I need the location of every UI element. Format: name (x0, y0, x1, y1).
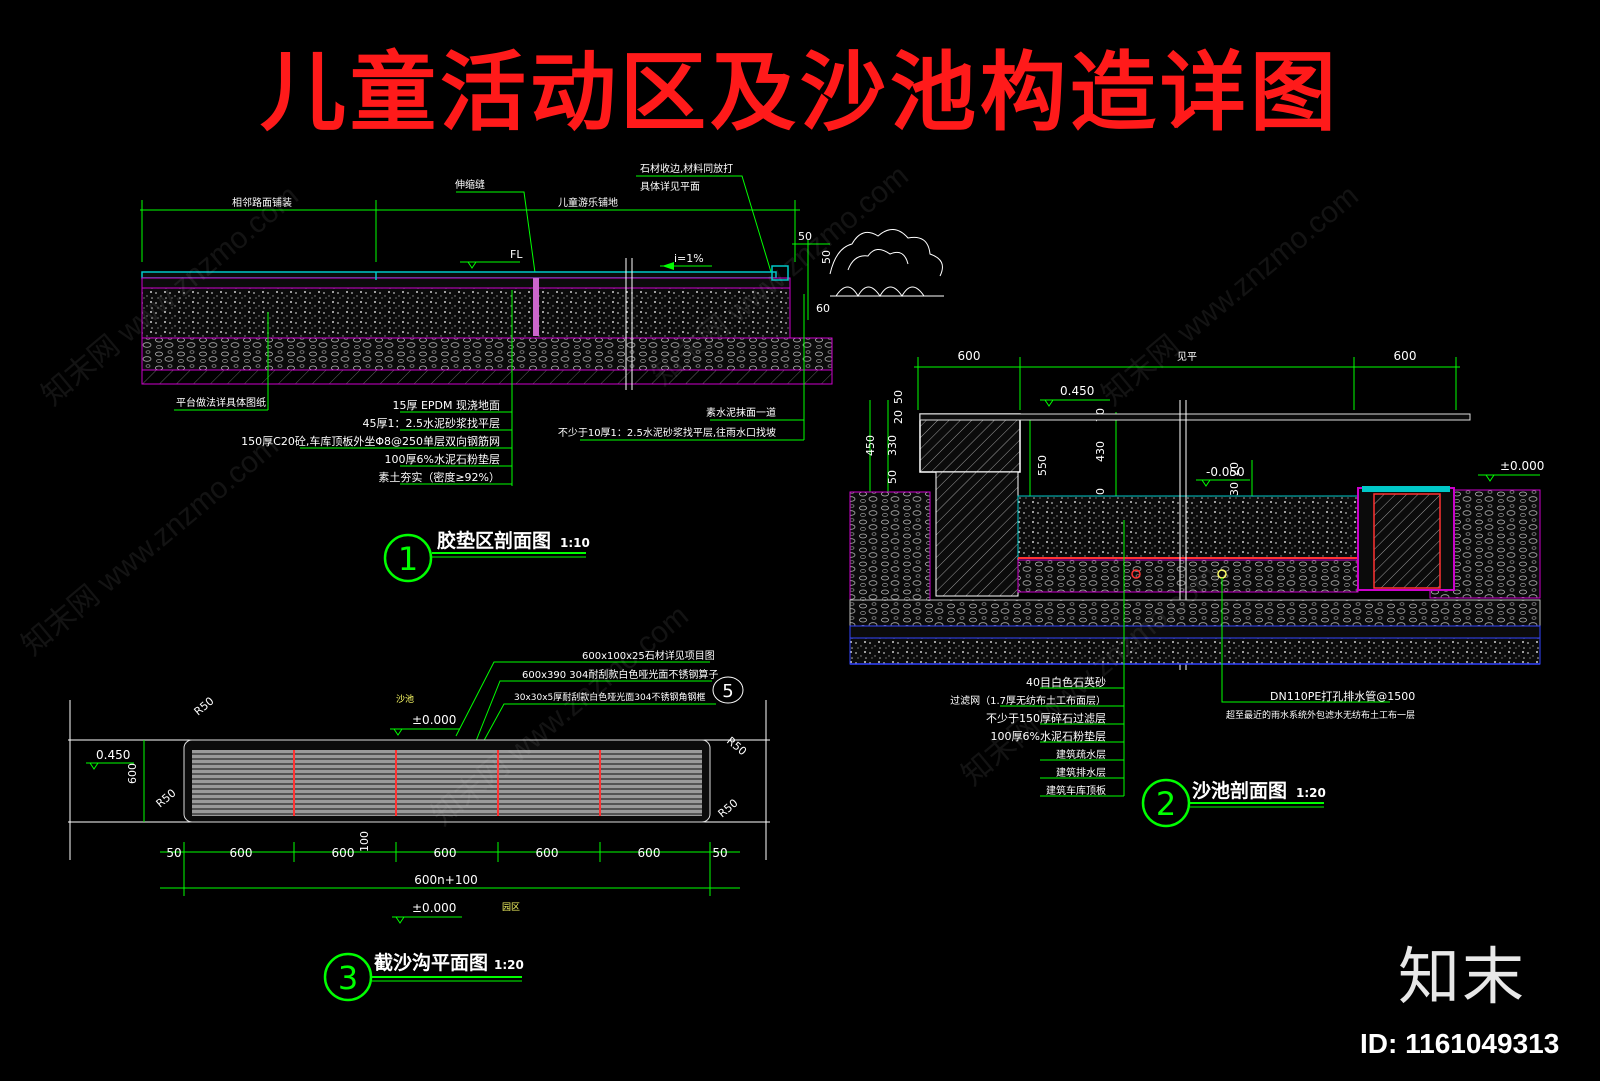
s2-layer-5: 建筑疏水层 (1056, 748, 1106, 761)
s2-dim-30: 30 (1228, 482, 1241, 496)
s3-dim-600-1: 600 (230, 846, 253, 860)
s1-note-stone-2: 具体详见平面 (640, 180, 700, 193)
s1-right-note-1: 素水泥抹面一道 (706, 406, 776, 419)
s2-scale: 1:20 (1296, 786, 1326, 800)
s3-dim-600-4: 600 (536, 846, 559, 860)
s3-dim-600-5: 600 (638, 846, 661, 860)
s3-detail-ref: 5 (722, 681, 733, 702)
s2-dim-20: 20 (892, 410, 905, 424)
s1-layer-3: 150厚C20砼,车库顶板外坐Φ8@250单层双向钢筋网 (241, 434, 500, 448)
s1-dim-50a: 50 (798, 230, 812, 243)
s2-dim-20b: 20 (1228, 462, 1241, 476)
s2-number: 2 (1156, 785, 1176, 823)
s3-level-top: ±0.000 (412, 713, 456, 727)
shrub-icon (829, 229, 944, 298)
s3-number-circle (323, 952, 373, 1002)
s3-dim-ticks (183, 842, 711, 896)
section-1-drawing: 相邻路面铺装 伸缩缝 儿童游乐铺地 石材收边,材料同放打 具体详见平面 FL i… (140, 162, 944, 583)
s1-label-joint: 伸缩缝 (455, 178, 485, 191)
s2-layer-4: 100厚6%水泥石粉垫层 (991, 729, 1106, 743)
s3-dim-50-left: 50 (166, 846, 181, 860)
s2-dim-430: 430 (1094, 441, 1107, 462)
s3-radius-2: R50 (154, 786, 179, 810)
s1-dim-60: 60 (816, 302, 830, 315)
s3-callout-1: 600x100x25石材详见项目图 (582, 649, 715, 662)
s2-layer-6: 建筑排水层 (1056, 766, 1106, 779)
s1-right-note-2: 不少于10厚1：2.5水泥砂浆找平层,往雨水口找坡 (558, 426, 776, 439)
s1-layer-notes: 15厚 EPDM 现浇地面 45厚1：2.5水泥砂浆找平层 150厚C20砼,车… (241, 399, 512, 485)
s3-callout-2: 600x390 304耐刮款白色哑光面不锈钢算子 (522, 668, 718, 681)
s3-dim-600-3: 600 (434, 846, 457, 860)
s2-layer-7: 建筑车库顶板 (1046, 784, 1106, 797)
s1-slope: i=1% (674, 252, 704, 265)
s1-left-note: 平台做法详具体图纸 (176, 396, 266, 409)
s1-note-stone-1: 石材收边,材料同放打 (640, 162, 733, 175)
s3-garden: 园区 (502, 902, 520, 913)
s1-number-circle (383, 533, 433, 583)
s3-dim-side: 600 (126, 763, 139, 784)
s2-layer-3: 不少于150厚碎石过滤层 (986, 711, 1106, 725)
s2-dim-330: 330 (886, 435, 899, 456)
s2-layer-2: 过滤网（1.7厚无纺布土工布面层） (950, 694, 1106, 707)
s2-dim-top-right: 600 (1394, 349, 1417, 363)
s3-detail-ref-circle (712, 676, 744, 704)
s2-dim-50a: 50 (892, 390, 905, 404)
s3-sand: 沙池 (396, 693, 414, 705)
s2-level-neg0050: -0.050 (1206, 465, 1245, 479)
s1-layer-4: 100厚6%水泥石粉垫层 (385, 452, 500, 466)
s3-dim-600-2: 600 (332, 846, 355, 860)
s1-layer-1: 15厚 EPDM 现浇地面 (392, 399, 500, 412)
s2-number-circle (1141, 778, 1191, 828)
section-2-drawing: 600 见平 600 0.450 50 20 450 330 50 70 550… (849, 349, 1544, 828)
s2-pipe-1: DN110PE打孔排水管@1500 (1270, 689, 1415, 703)
s3-radius-3: R50 (724, 734, 749, 758)
s2-layer-1: 40目白色石英砂 (1026, 675, 1106, 689)
s2-dim-550: 550 (1036, 455, 1049, 476)
s2-dim-top-left: 600 (958, 349, 981, 363)
s3-radius-1: R50 (192, 694, 217, 718)
brand-logo-text: 知末 (1398, 940, 1527, 1013)
section-3-drawing: 600x100x25石材详见项目图 600x390 304耐刮款白色哑光面不锈钢… (68, 649, 770, 1002)
s2-dim-50b: 50 (886, 470, 899, 484)
s3-dim-total: 600n+100 (414, 873, 477, 887)
s3-level-bottom: ±0.000 (412, 901, 456, 915)
s3-scale: 1:20 (494, 958, 524, 972)
s3-dim-50-right: 50 (712, 846, 727, 860)
s3-dim-100: 100 (358, 831, 371, 852)
s3-number: 3 (338, 959, 358, 997)
s3-level-left: 0.450 (96, 748, 130, 762)
s2-level-0450: 0.450 (1060, 384, 1094, 398)
s1-title: 胶垫区剖面图 (437, 529, 551, 552)
s1-layer-5: 素土夯实（密度≥92%） (378, 470, 500, 484)
s1-label-playground: 儿童游乐铺地 (558, 196, 618, 209)
s2-dim-top-mid: 见平 (1177, 351, 1197, 363)
s3-radius-4: R50 (716, 796, 741, 820)
s3-title: 截沙沟平面图 (374, 951, 488, 974)
s2-layer-notes: 40目白色石英砂 过滤网（1.7厚无纺布土工布面层） 不少于150厚碎石过滤层 … (950, 675, 1124, 797)
s1-scale: 1:10 (560, 536, 590, 550)
s2-title: 沙池剖面图 (1192, 779, 1287, 802)
page-title: 儿童活动区及沙池构造详图 (260, 43, 1340, 143)
s1-label-adjacent: 相邻路面铺装 (232, 196, 292, 209)
s1-number: 1 (398, 540, 418, 578)
s3-grate (192, 750, 702, 816)
s2-level-000: ±0.000 (1500, 459, 1544, 473)
image-id-label: ID: 1161049313 (1360, 1028, 1560, 1059)
s1-dim-50b: 50 (820, 250, 833, 264)
s1-layer-2: 45厚1：2.5水泥砂浆找平层 (363, 416, 501, 430)
s3-callout-3: 30x30x5厚耐刮款白色哑光面304不锈钢角钢框 (514, 691, 705, 703)
s2-pipe-2: 超至最近的雨水系统外包滤水无纺布土工布一层 (1226, 709, 1415, 721)
s1-fl: FL (510, 248, 523, 261)
s2-dim-450: 450 (864, 435, 877, 456)
